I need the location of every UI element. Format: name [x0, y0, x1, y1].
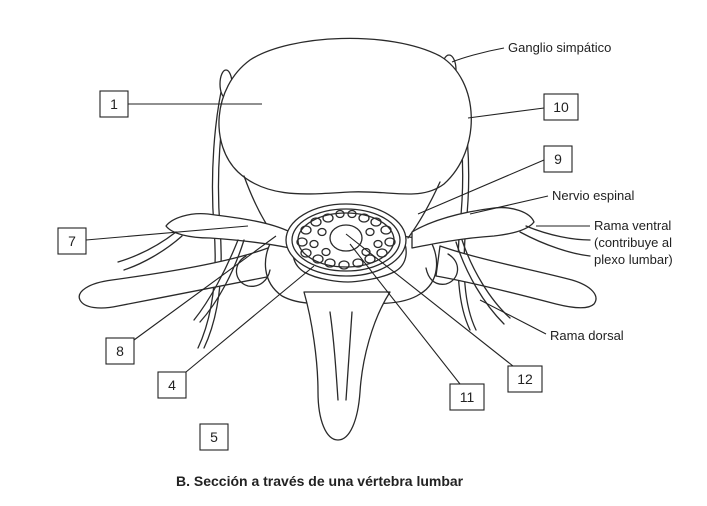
label-ganglio-simpatico: Ganglio simpático	[508, 40, 611, 55]
label-box-7: 7	[57, 227, 87, 255]
label-rama-dorsal: Rama dorsal	[550, 328, 624, 343]
svg-text:10: 10	[553, 99, 569, 115]
vertebral-body	[218, 37, 472, 195]
label-box-12: 12	[507, 365, 543, 393]
label-rama-ventral-line2: (contribuye al	[594, 235, 672, 250]
svg-text:11: 11	[460, 389, 475, 405]
svg-text:4: 4	[168, 377, 176, 393]
spinous-process	[303, 291, 391, 441]
label-box-1: 1	[99, 90, 129, 118]
cauda-equina	[296, 209, 396, 270]
transverse-process-left	[78, 247, 273, 309]
label-box-9: 9	[543, 145, 573, 173]
label-box-10: 10	[543, 93, 579, 121]
label-rama-ventral-line3: plexo lumbar)	[594, 252, 673, 267]
svg-text:7: 7	[68, 233, 76, 249]
label-nervio-espinal: Nervio espinal	[552, 188, 634, 203]
svg-text:9: 9	[554, 151, 562, 167]
svg-text:5: 5	[210, 429, 218, 445]
svg-text:12: 12	[517, 371, 533, 387]
label-rama-ventral: Rama ventral	[594, 218, 671, 233]
svg-text:8: 8	[116, 343, 124, 359]
spinal-canal	[285, 203, 407, 277]
label-box-8: 8	[105, 337, 135, 365]
label-box-5: 5	[199, 423, 229, 451]
svg-text:1: 1	[110, 96, 118, 112]
label-box-4: 4	[157, 371, 187, 399]
figure-caption: B. Sección a través de una vértebra lumb…	[176, 473, 464, 489]
label-box-11: 11	[449, 383, 485, 411]
leader-lines	[85, 47, 590, 385]
transverse-process-right	[435, 245, 597, 309]
spinal-nerve-left	[117, 212, 291, 323]
filum-terminale	[329, 224, 363, 252]
